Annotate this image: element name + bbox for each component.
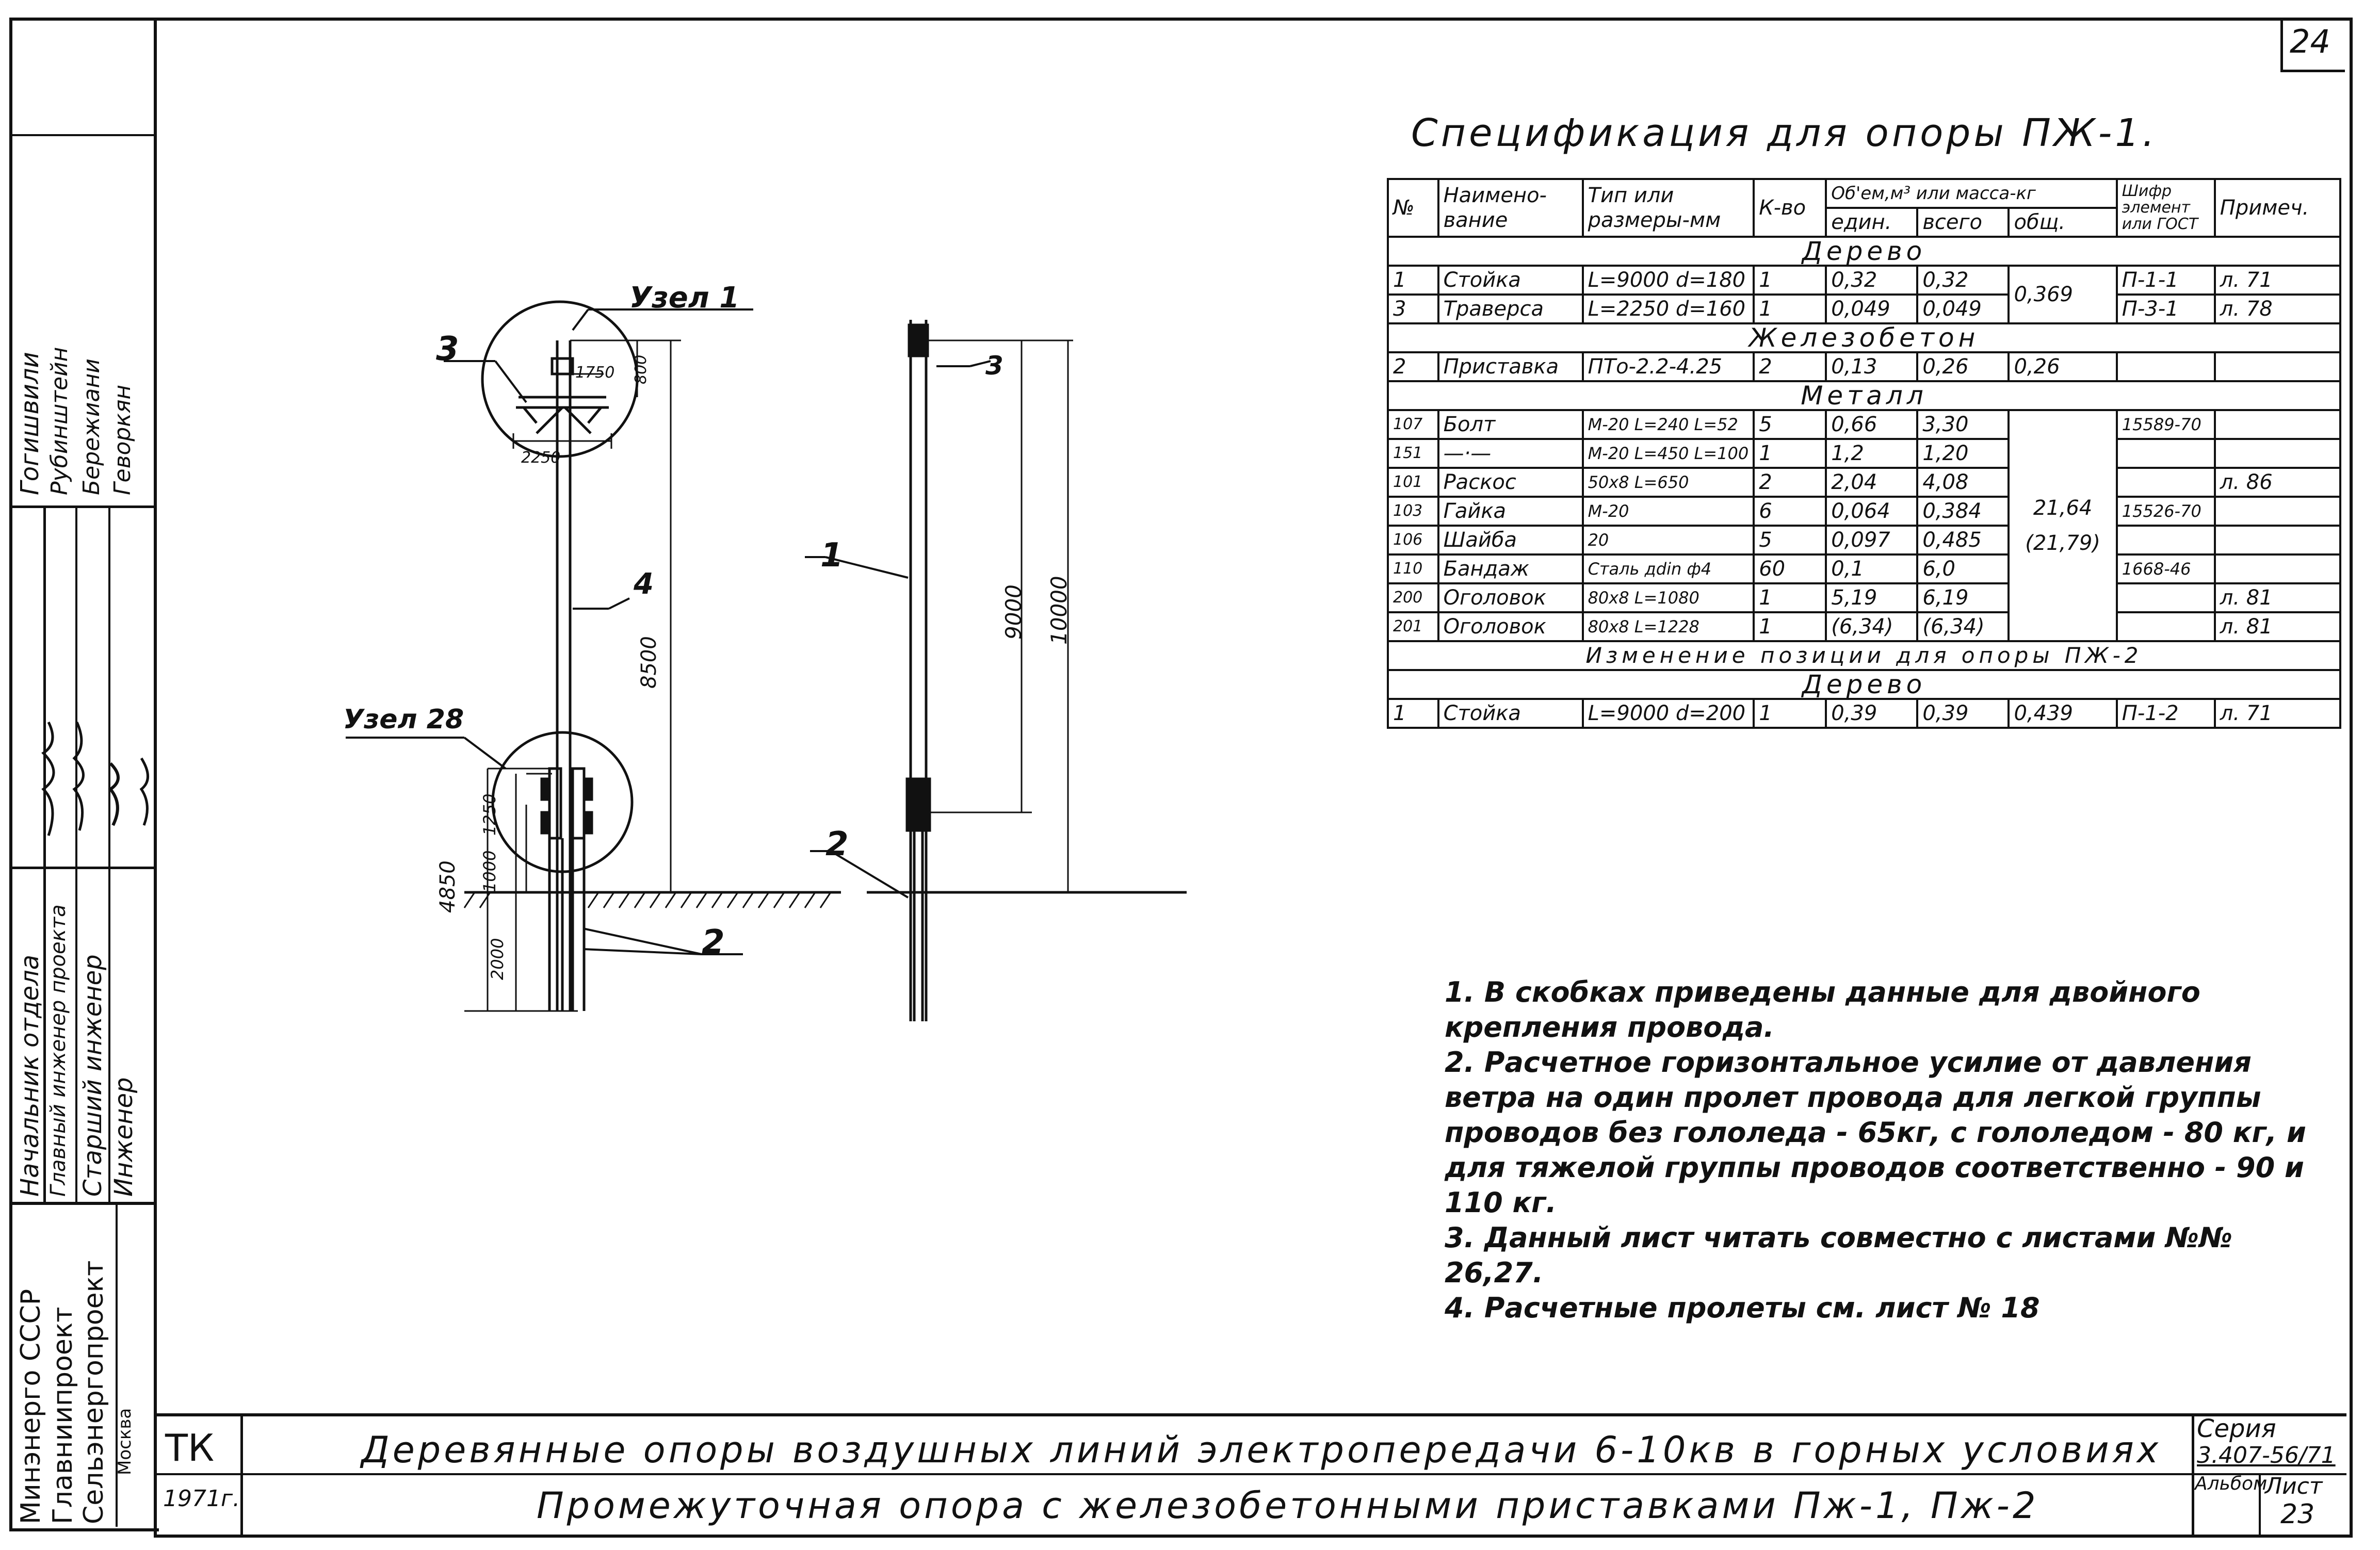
hdr-common: общ. (2007, 207, 2118, 238)
table-row: 110 Бандаж Сталь дdin ф4 60 0,1 6,0 1668… (1387, 553, 2342, 584)
sheet-label: Лист (2265, 1473, 2323, 1499)
album-label: Альбом (2195, 1473, 2268, 1494)
table-row: 200 Оголовок 80х8 L=1080 1 5,19 6,19 л. … (1387, 582, 2342, 613)
dim-2000: 2000 (488, 938, 507, 980)
note-2: 2. Расчетное горизонтальное усилие от да… (1445, 1046, 2306, 1219)
callout-2-front: 2 (702, 923, 725, 961)
hdr-type: Тип или размеры-мм (1581, 178, 1755, 238)
note-1: 1. В скобках приведены данные для двойно… (1445, 976, 2200, 1043)
note-3: 3. Данный лист читать совместно с листам… (1445, 1221, 2233, 1289)
pole-drawings (346, 300, 1187, 1021)
callout-3-side: 3 (985, 351, 1003, 381)
dim-800: 800 (632, 354, 650, 384)
spec-table: № Наимено-вание Тип или размеры-мм К-во … (1387, 178, 2342, 729)
sec-wood-2: Дерево (1387, 669, 2341, 700)
table-row: 107 Болт М-20 L=240 L=52 5 0,66 3,30 21,… (1387, 409, 2342, 642)
year: 1971г. (163, 1486, 240, 1512)
table-row: 151 —·— М-20 L=450 L=100 1 1,2 1,20 (1387, 438, 2342, 469)
dim-8500: 8500 (637, 636, 661, 689)
page-number-box (2280, 21, 2345, 72)
top-border-line (9, 18, 159, 21)
metal-common: 21,64 (21,79) (2007, 409, 2118, 642)
hdr-vol: Об'ем,м³ или масса-кг (1825, 178, 2118, 209)
sec-wood: Дерево (1387, 236, 2341, 267)
page-number: 24 (2290, 23, 2330, 60)
series-value: 3.407-56/71 (2197, 1442, 2336, 1469)
table-row: 3 Траверса L=2250 d=160 1 0,049 0,049 П-… (1387, 293, 2342, 324)
spec-title: Спецификация для опоры ПЖ-1. (1411, 111, 2158, 155)
org-code: ТК (165, 1426, 215, 1470)
table-row: 101 Раскос 50х8 L=650 2 2,04 4,08 л. 86 (1387, 467, 2342, 498)
callout-3-front: 3 (436, 330, 459, 368)
dim-1250: 1250 (480, 793, 499, 836)
sec-metal: Металл (1387, 380, 2341, 411)
table-row: 201 Оголовок 80х8 L=1228 1 (6,34) (6,34)… (1387, 611, 2342, 642)
hdr-unit: един. (1825, 207, 1919, 238)
sec-change: Изменение позиции для опоры ПЖ-2 (1387, 640, 2341, 671)
node28-label: Узел 28 (343, 704, 464, 735)
hdr-total: всего (1916, 207, 2010, 238)
series-label: Серия (2197, 1414, 2276, 1443)
table-row: 1 Стойка L=9000 d=200 1 0,39 0,39 0,439 … (1387, 698, 2342, 729)
dim-9000: 9000 (1001, 584, 1026, 640)
signatures (41, 721, 149, 836)
hdr-name: Наимено-вание (1437, 178, 1584, 238)
sec-concrete: Железобетон (1387, 322, 2341, 353)
table-row: 1 Стойка L=9000 d=180 1 0,32 0,32 0,369 … (1387, 265, 2342, 324)
node1-label: Узел 1 (629, 281, 740, 315)
dim-1000: 1000 (480, 850, 499, 892)
table-row: 106 Шайба 20 5 0,097 0,485 (1387, 525, 2342, 556)
note-4: 4. Расчетные пролеты см. лист № 18 (1445, 1292, 2040, 1324)
callout-1-side: 1 (820, 536, 844, 575)
title-line-1: Деревянные опоры воздушных линий электро… (361, 1429, 2162, 1471)
dim-10000: 10000 (1046, 576, 1072, 645)
dim-1750: 1750 (575, 364, 615, 382)
left-stamp (12, 21, 154, 1529)
table-row: 2 Приставка ПТо-2.2-4.25 2 0,13 0,26 0,2… (1387, 351, 2342, 382)
hdr-qty: К-во (1753, 178, 1827, 238)
wood-common: 0,369 (2007, 265, 2118, 324)
dim-4850: 4850 (436, 860, 460, 913)
sheet-border (154, 18, 2353, 1538)
bottom-border-line (9, 1528, 159, 1531)
callout-4-front: 4 (634, 567, 654, 601)
dim-2250: 2250 (521, 449, 561, 467)
hdr-note: Примеч. (2213, 178, 2342, 238)
sheet-value: 23 (2280, 1499, 2315, 1530)
title-block (154, 1413, 2346, 1535)
callout-2-side: 2 (825, 825, 849, 863)
table-row: 103 Гайка М-20 6 0,064 0,384 15526-70 (1387, 496, 2342, 527)
title-line-2: Промежуточная опора с железобетонными пр… (537, 1484, 2039, 1527)
hdr-no: № (1387, 178, 1439, 238)
left-margin-line (9, 18, 12, 1531)
hdr-code: Шифр элемент или ГОСТ (2115, 178, 2216, 238)
notes: 1. В скобках приведены данные для двойно… (1445, 975, 2322, 1326)
